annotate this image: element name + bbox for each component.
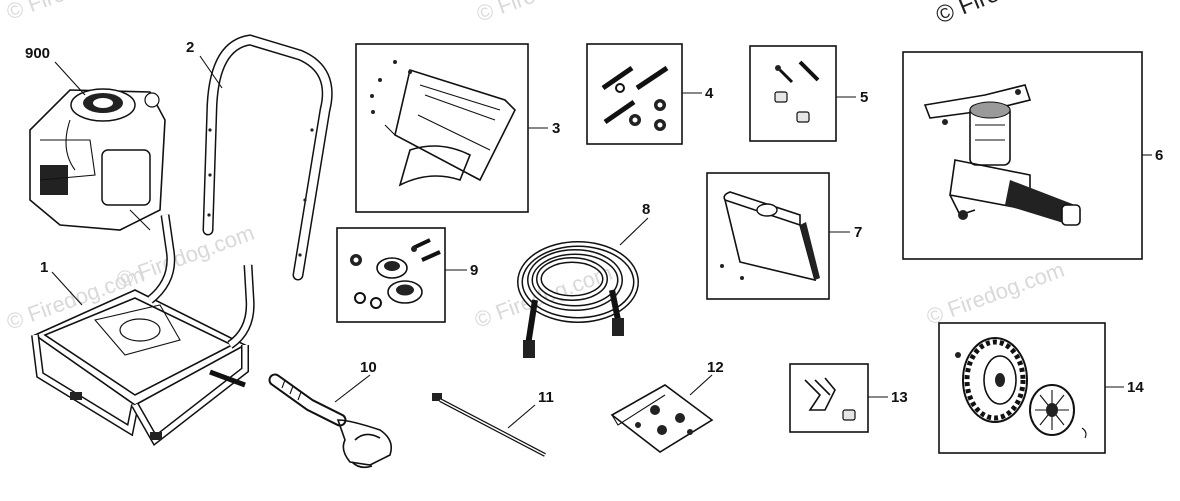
- screw-kit-illustration: [774, 60, 820, 123]
- leader-line: [54, 61, 86, 96]
- callout-3: 3: [552, 120, 560, 137]
- callout-4: 4: [705, 85, 714, 102]
- leader-line: [334, 374, 371, 403]
- callout-9: 9: [470, 262, 478, 279]
- detergent-tank-illustration: [720, 191, 820, 282]
- part-box-3: [355, 43, 529, 213]
- pump-illustration: [923, 84, 1081, 226]
- hardware-bag-illustration: [610, 384, 714, 453]
- callout-11: 11: [538, 389, 554, 406]
- part-box-7: [706, 172, 830, 300]
- leader-line: [199, 55, 223, 89]
- hook-clip-illustration: [804, 377, 856, 421]
- callout-13: 13: [891, 389, 908, 406]
- bracket-illustration: [370, 60, 516, 187]
- callout-14: 14: [1127, 379, 1144, 396]
- bolt-kit-illustration: [601, 65, 669, 131]
- handle-illustration: [202, 34, 333, 281]
- spray-gun-illustration: [268, 373, 393, 469]
- leader-line: [51, 271, 83, 306]
- part-box-4: [586, 43, 683, 145]
- wheel-hardware-illustration: [350, 238, 441, 309]
- callout-10: 10: [360, 359, 377, 376]
- wheel-illustration: [955, 337, 1087, 439]
- callout-2: 2: [186, 39, 194, 56]
- callout-900: 900: [25, 45, 50, 62]
- leader-line: [619, 217, 649, 246]
- spray-wand-illustration: [432, 393, 546, 457]
- engine-illustration: [29, 88, 166, 231]
- callout-8: 8: [642, 201, 650, 218]
- callout-1: 1: [40, 259, 48, 276]
- callout-12: 12: [707, 359, 724, 376]
- watermark: © Firedog.com: [3, 0, 147, 25]
- watermark: © Firedog.com: [473, 0, 617, 27]
- part-box-5: [749, 45, 837, 142]
- part-box-13: [789, 363, 869, 433]
- watermark: © Firedog.com: [923, 257, 1067, 330]
- callout-7: 7: [854, 224, 862, 241]
- frame-base-illustration: [31, 214, 255, 446]
- leader-line: [507, 404, 536, 429]
- hose-illustration: [517, 241, 639, 358]
- leader-line: [689, 374, 713, 396]
- callout-5: 5: [860, 89, 868, 106]
- watermark: © Fire: [932, 0, 1003, 30]
- callout-6: 6: [1155, 147, 1163, 164]
- part-box-6: [902, 51, 1143, 260]
